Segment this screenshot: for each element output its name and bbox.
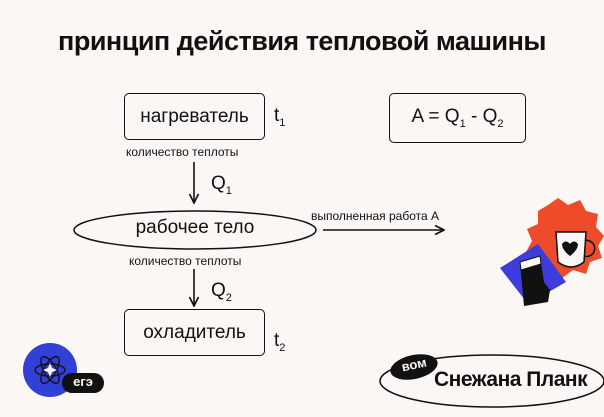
heater-box: нагреватель <box>124 93 265 140</box>
formula-box: A = Q1 - Q2 <box>389 93 526 143</box>
diagram-title: принцип действия тепловой машины <box>58 26 546 56</box>
cooler-box: охладитель <box>124 309 265 356</box>
q1-label: Q1 <box>211 173 232 197</box>
heat-label-top: количество теплоты <box>126 145 239 159</box>
ege-logo-text: егэ <box>73 374 93 389</box>
q2-label: Q2 <box>211 280 232 304</box>
working-body-ellipse <box>73 210 317 250</box>
heater-temperature: t1 <box>274 105 286 129</box>
cooler-temperature: t2 <box>274 330 286 354</box>
formula: A = Q1 - Q2 <box>411 106 504 130</box>
boot-icon <box>500 244 566 306</box>
work-label: выполненная работа A <box>311 209 439 223</box>
working-body-label: рабочее тело <box>135 217 255 238</box>
cooler-label: охладитель <box>143 321 246 343</box>
heat-label-bottom: количество теплоты <box>129 254 242 268</box>
author-name: Снежана Планк <box>434 368 588 391</box>
heater-label: нагреватель <box>140 105 249 127</box>
